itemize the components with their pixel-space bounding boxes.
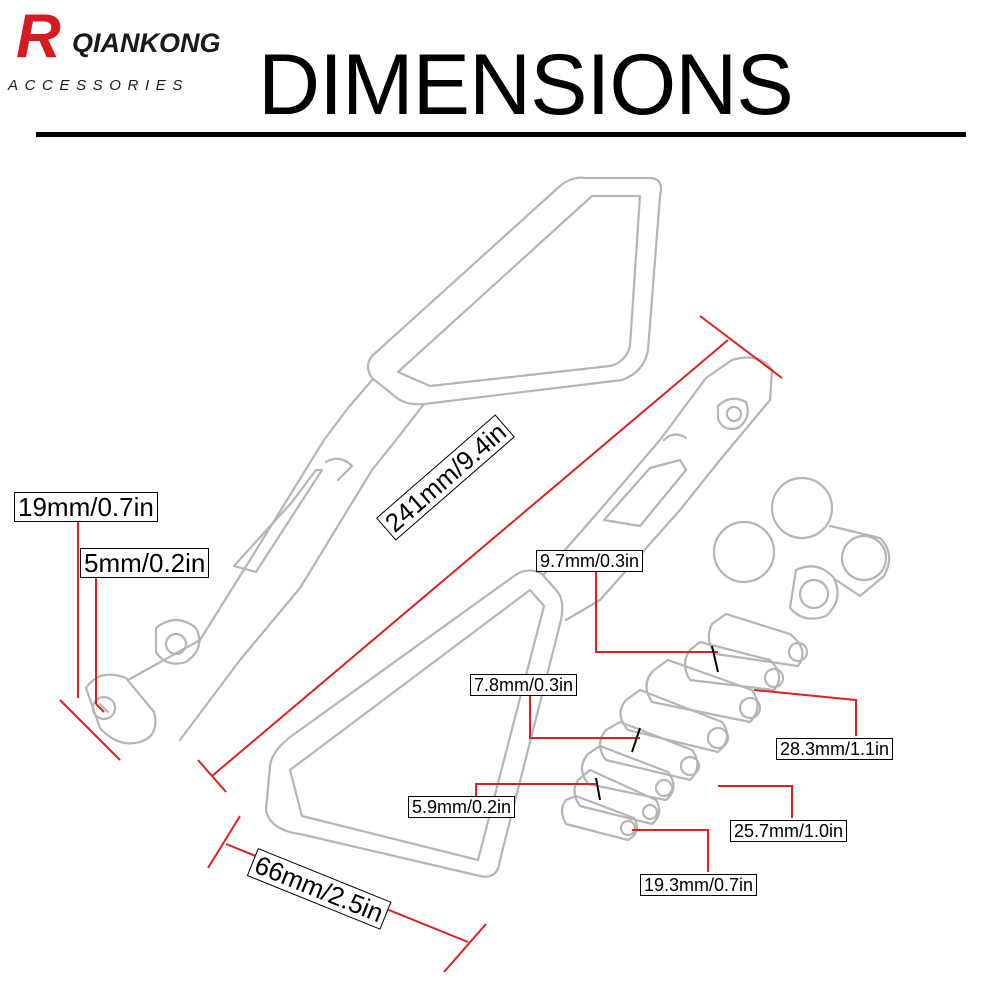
title-divider xyxy=(36,132,966,137)
bolt-length-b-label: 25.7mm/1.0in xyxy=(730,820,848,842)
page-title: DIMENSIONS xyxy=(258,37,794,133)
bolt-head-a-label: 9.7mm/0.3in xyxy=(536,550,644,572)
bolt-head-a-dimension-line xyxy=(595,572,718,653)
bolt-head-c-dimension-line xyxy=(475,783,596,798)
mounting-hardware xyxy=(560,476,891,842)
arm-diameter-label: 19mm/0.7in xyxy=(14,492,158,522)
bolt-length-b-dimension-line xyxy=(718,785,793,818)
right-mirror xyxy=(264,356,774,878)
bolt-head-c-label: 5.9mm/0.2in xyxy=(408,796,516,818)
bolt-length-a-label: 28.3mm/1.1in xyxy=(776,738,894,760)
bolt-length-a-dimension-line xyxy=(753,689,857,736)
bolt-length-c-dimension-line xyxy=(632,829,709,872)
bolt-length-c-label: 19.3mm/0.7in xyxy=(640,874,758,896)
brand-tagline: ACCESSORIES xyxy=(8,77,189,94)
brand-logo-name: QIANKONG xyxy=(72,28,221,58)
measurement-markers xyxy=(595,645,719,801)
bolt-head-b-label: 7.8mm/0.3in xyxy=(470,674,578,696)
brand-logo-initial: R xyxy=(16,2,61,71)
left-mirror xyxy=(84,176,663,745)
hole-diameter-label: 5mm/0.2in xyxy=(80,548,210,578)
bolt-head-b-dimension-line xyxy=(529,692,640,739)
length-dimension-line xyxy=(211,339,729,777)
